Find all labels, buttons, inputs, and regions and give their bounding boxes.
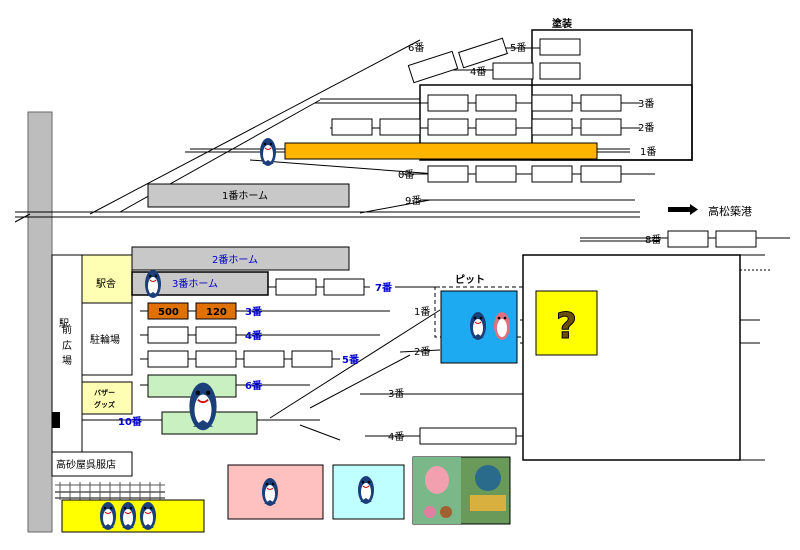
takamatsu-port-label: 高松築港: [708, 204, 752, 218]
question-mark-icon: ?: [556, 306, 577, 347]
mystery-box[interactable]: [535, 290, 598, 356]
banner-mascot-3: [139, 501, 157, 531]
pink-box-mascot: [261, 477, 279, 507]
yard-track-2: 2番: [638, 122, 654, 134]
signal-block: [52, 412, 60, 428]
mascot-large: [188, 381, 218, 432]
yard-track-8: 8番: [645, 234, 661, 246]
yard-track-5: 5番: [510, 42, 526, 54]
mascot-platform: [144, 269, 162, 299]
station-plaza-label-2: 前: [62, 323, 72, 336]
platform-3-label: 3番ホーム: [172, 278, 218, 290]
station-track-4: 4番: [245, 329, 263, 342]
car-500-label: 500: [158, 307, 179, 318]
platform-2-label: 2番ホーム: [212, 254, 258, 266]
platform-3: [131, 271, 269, 296]
yard-track-6: 6番: [408, 42, 424, 54]
station-building-label: 駅舎: [96, 278, 116, 290]
yard-cars: [147, 37, 757, 445]
car-120: [195, 302, 237, 320]
station-track-7: 7番: [375, 281, 393, 294]
bicycle-parking: [81, 302, 133, 376]
pit-track-2: 2番: [414, 346, 430, 358]
yard-track-3: 3番: [638, 98, 654, 110]
platform-1-label: 1番ホーム: [222, 190, 268, 202]
yard-track-9: 9番: [405, 195, 421, 207]
yard-track-4: 4番: [470, 66, 486, 78]
station-track-6: 6番: [245, 379, 263, 392]
cyan-box-mascot: [357, 475, 375, 505]
bicycle-parking-label: 駐輪場: [90, 333, 120, 346]
direction-arrow-icon: [668, 204, 698, 215]
station-track-3: 3番: [245, 305, 263, 318]
station-track-10: 10番: [118, 415, 143, 428]
pit-track-1: 1番: [414, 306, 430, 318]
takasagoya-label: 高砂屋呉服店: [56, 458, 116, 471]
banner-mascot-2: [119, 501, 137, 531]
yard-track-0: 0番: [398, 169, 414, 181]
station-plaza-label-3: 広: [62, 339, 72, 352]
mascot-yard: [259, 137, 277, 167]
illustration-card[interactable]: [412, 456, 511, 525]
station-track-5: 5番: [342, 353, 360, 366]
yard-track-1: 1番: [640, 146, 656, 158]
orange-train: [284, 142, 598, 160]
station-plaza-label: 駅: [57, 318, 69, 329]
station-building: [81, 254, 133, 304]
platform-2: [131, 246, 350, 271]
car-500: [147, 302, 189, 320]
fence: [55, 482, 165, 500]
left-pillar: [27, 111, 53, 533]
pit-track-4: 4番: [388, 431, 404, 443]
banner-mascot-1: [99, 501, 117, 531]
platform-1: [147, 183, 350, 208]
bazaar-goods-label-2: グッズ: [94, 400, 115, 409]
car-120-label: 120: [206, 307, 227, 318]
paint-shop-label: 塗装: [552, 17, 572, 30]
station-plaza-label-4: 場: [62, 354, 72, 367]
pink-mascot-box[interactable]: [227, 464, 324, 520]
pit-label: ピット: [455, 274, 485, 286]
depot-building: [522, 254, 741, 461]
pit-track-3: 3番: [388, 388, 404, 400]
bazaar-goods-box: [81, 381, 133, 415]
takasagoya-store: [51, 451, 133, 477]
bazaar-goods-label: バザー: [94, 388, 115, 397]
